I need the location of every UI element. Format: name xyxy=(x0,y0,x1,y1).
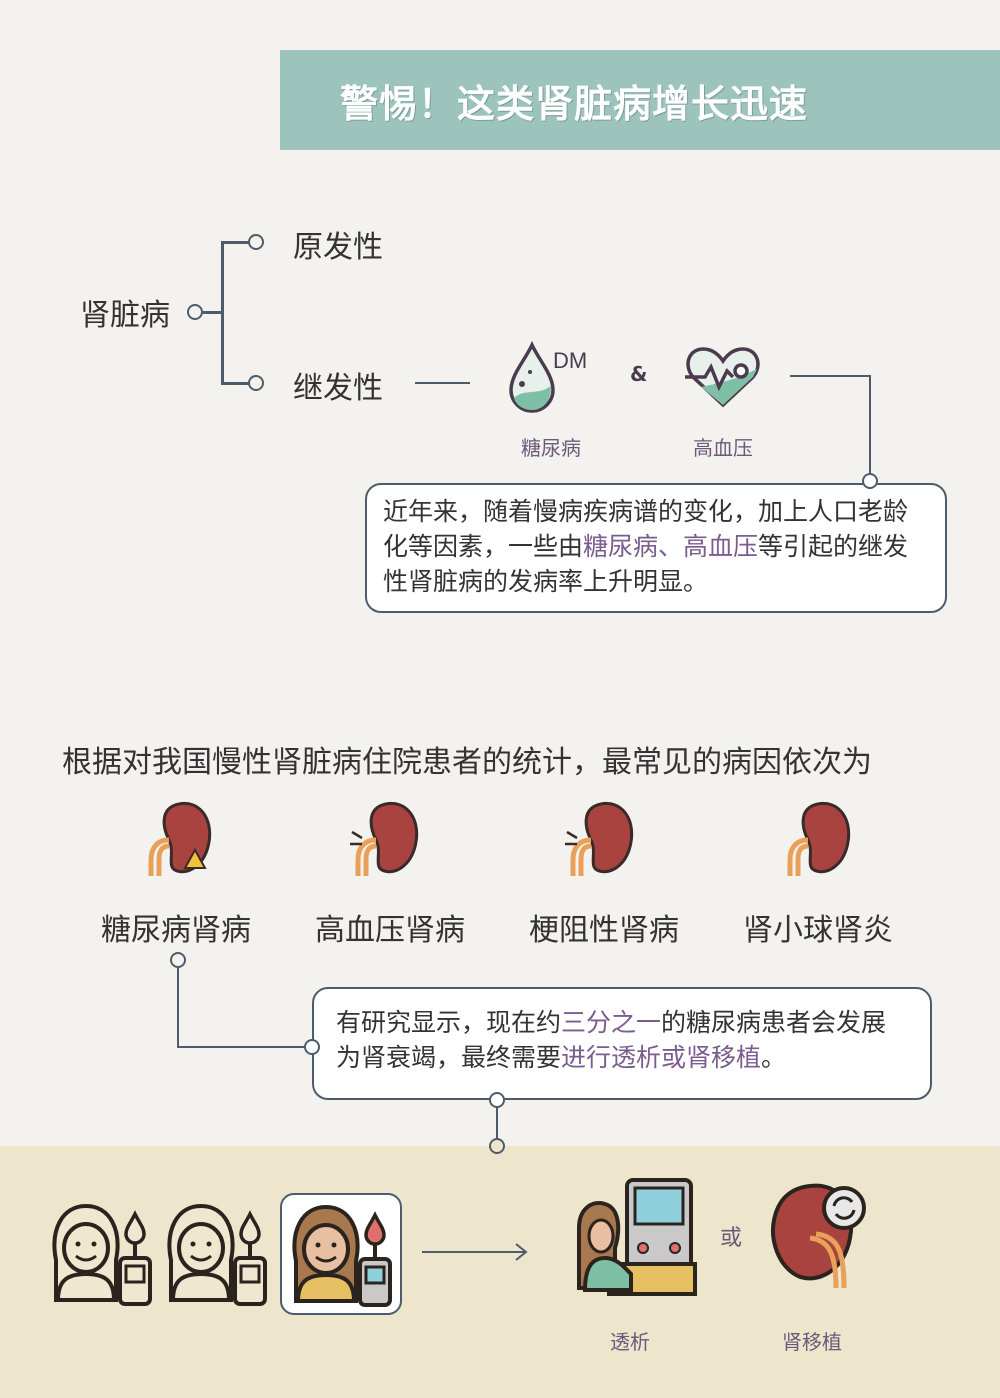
note-secondary-causes: 近年来，随着慢病疾病谱的变化，加上人口老龄化等因素，一些由糖尿病、高血压等引起的… xyxy=(365,483,947,613)
note-highlight: 进行透析或肾移植 xyxy=(561,1043,762,1072)
obstructive-kidney-icon xyxy=(565,800,645,880)
tree-root-label: 肾脏病 xyxy=(80,298,170,333)
note-text: 。 xyxy=(761,1043,787,1072)
page-title: 警惕！这类肾脏病增长迅速 xyxy=(340,81,809,126)
connector-dot xyxy=(489,1092,505,1108)
note-kidney-failure: 有研究显示，现在约三分之一的糖尿病患者会发展为肾衰竭，最终需要进行透析或肾移植。 xyxy=(312,987,932,1100)
cause-label: 梗阻性肾病 xyxy=(529,913,679,948)
diabetes-drop-icon: DM xyxy=(509,340,587,413)
highlighted-patient-card xyxy=(280,1193,402,1315)
note-text: 的糖尿病患者会发展为肾衰竭，最终需要 xyxy=(336,1008,887,1072)
connector-dot xyxy=(248,234,264,250)
header-banner: 警惕！这类肾脏病增长迅速 xyxy=(280,50,1000,150)
connector-dot xyxy=(304,1039,320,1055)
note-highlight: 三分之一 xyxy=(561,1008,662,1037)
kidney-transplant-icon xyxy=(771,1183,866,1289)
cause-label: 高血压肾病 xyxy=(315,913,465,948)
patient-icon xyxy=(52,1204,153,1306)
note-text: 有研究显示，现在约 xyxy=(336,1008,562,1037)
arrow-right-icon xyxy=(422,1243,528,1261)
connector-dot xyxy=(170,952,186,968)
cause-label: 肾小球肾炎 xyxy=(743,913,893,948)
section-title: 根据对我国慢性肾脏病住院患者的统计，最常见的病因依次为 xyxy=(62,745,872,780)
connector-line xyxy=(496,1100,498,1140)
note-text: 近年来，随着慢病疾病谱的变化，加上人口老龄化等因素，一些由 xyxy=(383,497,909,561)
or-label: 或 xyxy=(720,1226,743,1251)
heart-pulse-icon xyxy=(685,347,760,408)
note-highlight: 糖尿病、高血压 xyxy=(583,532,759,561)
and-symbol: & xyxy=(630,362,648,386)
connector-line xyxy=(221,241,224,384)
patient-icon xyxy=(292,1205,392,1307)
connector-dot xyxy=(862,473,878,489)
diabetes-label: 糖尿病 xyxy=(521,436,581,460)
connector-line xyxy=(177,968,179,1048)
hypertension-label: 高血压 xyxy=(693,436,753,460)
dialysis-machine-icon xyxy=(577,1178,697,1296)
connector-line xyxy=(221,241,249,244)
dialysis-label: 透析 xyxy=(610,1330,650,1354)
connector-line xyxy=(415,382,470,384)
cause-label: 糖尿病肾病 xyxy=(101,913,251,948)
glomerulonephritis-kidney-icon xyxy=(782,800,862,880)
connector-dot xyxy=(248,375,264,391)
connector-line xyxy=(869,375,871,475)
dm-tag: DM xyxy=(553,348,587,373)
note-text: 等引起的继发性肾脏病的发病率上升明显。 xyxy=(383,532,909,596)
transplant-label: 肾移植 xyxy=(782,1330,842,1354)
connector-line xyxy=(790,375,871,377)
connector-line xyxy=(203,311,223,314)
patient-icon xyxy=(167,1204,267,1306)
connector-line xyxy=(221,382,249,385)
connector-dot xyxy=(489,1138,505,1154)
hypertensive-kidney-icon xyxy=(350,800,430,880)
connector-line xyxy=(177,1046,307,1048)
diabetic-kidney-icon xyxy=(143,800,223,880)
secondary-label: 继发性 xyxy=(293,371,383,406)
primary-label: 原发性 xyxy=(293,230,383,265)
connector-dot xyxy=(187,304,203,320)
